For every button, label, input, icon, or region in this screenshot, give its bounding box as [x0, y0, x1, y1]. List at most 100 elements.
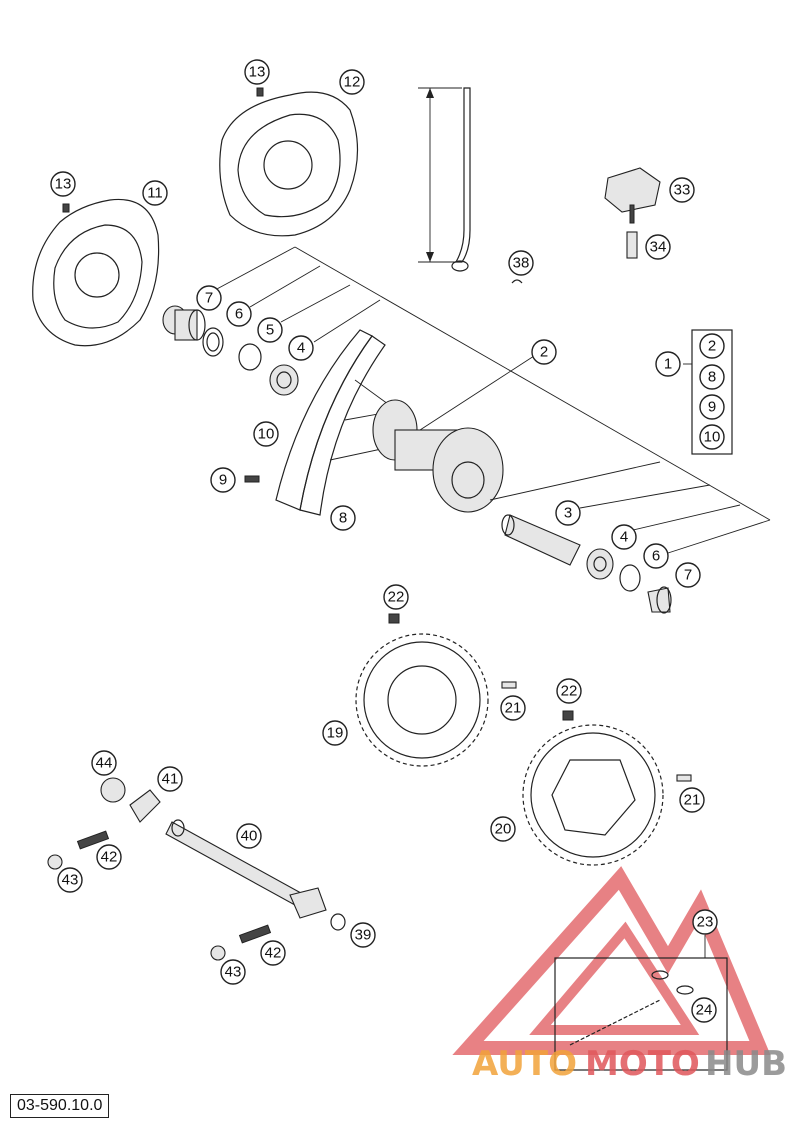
svg-text:10: 10: [704, 429, 721, 446]
svg-text:4: 4: [297, 340, 305, 357]
callout-6-left: 6: [226, 301, 252, 327]
brake-disc-12: [219, 91, 359, 237]
brake-disc-11: [32, 198, 160, 347]
svg-text:8: 8: [708, 369, 716, 386]
watermark-logo: [452, 866, 771, 1055]
svg-text:4: 4: [620, 529, 628, 546]
chain-23: [554, 935, 728, 1071]
bearing-4-right: [586, 548, 614, 580]
callout-19: 19: [322, 720, 348, 746]
adjuster-bolt-42-bottom: [238, 924, 272, 944]
callout-3: 3: [555, 500, 581, 526]
svg-text:42: 42: [101, 849, 118, 866]
spoke-measurement: [418, 87, 471, 272]
plug-39: [330, 913, 346, 931]
callout-34: 34: [645, 234, 671, 260]
svg-text:MOTO: MOTO: [585, 1044, 700, 1084]
callout-21-left: 21: [500, 695, 526, 721]
svg-text:2: 2: [708, 338, 716, 355]
svg-text:11: 11: [147, 185, 163, 202]
svg-text:41: 41: [162, 771, 179, 788]
svg-text:12: 12: [344, 74, 361, 91]
svg-text:39: 39: [355, 927, 372, 944]
callout-38: 38: [508, 250, 534, 276]
wheel-rim-8: [275, 329, 386, 516]
svg-text:43: 43: [62, 872, 79, 889]
svg-text:22: 22: [388, 589, 405, 606]
callout-42-bottom: 42: [260, 940, 286, 966]
group-item-2: 2: [699, 333, 725, 359]
callout-9: 9: [210, 467, 236, 493]
sprocket-19: [355, 633, 489, 767]
svg-text:7: 7: [684, 567, 692, 584]
svg-text:10: 10: [258, 426, 275, 443]
svg-text:44: 44: [96, 755, 113, 772]
svg-text:21: 21: [684, 792, 701, 809]
svg-text:42: 42: [265, 945, 282, 962]
nut-22-left: [388, 613, 400, 624]
distance-tube-3: [501, 514, 581, 566]
svg-text:23: 23: [697, 914, 714, 931]
svg-text:1: 1: [664, 356, 672, 373]
spoke-nipple-9: [244, 475, 260, 483]
svg-text:21: 21: [505, 700, 522, 717]
callout-7-left: 7: [196, 285, 222, 311]
chain-link-24: [651, 970, 694, 995]
bearing-4-left: [269, 364, 299, 396]
svg-text:20: 20: [495, 821, 512, 838]
callout-22-left: 22: [383, 584, 409, 610]
svg-text:2: 2: [540, 344, 548, 361]
callout-22-right: 22: [556, 678, 582, 704]
bolt-13-top: [256, 87, 264, 97]
callout-33: 33: [669, 177, 695, 203]
svg-text:9: 9: [219, 472, 227, 489]
callout-4-right: 4: [611, 524, 637, 550]
callout-20: 20: [490, 816, 516, 842]
svg-text:40: 40: [241, 828, 258, 845]
callout-7-right: 7: [675, 562, 701, 588]
seal-6-left: [202, 327, 224, 357]
svg-text:5: 5: [266, 322, 274, 339]
sprocket-20: [522, 724, 664, 866]
callout-5: 5: [257, 317, 283, 343]
rim-lock-33: [604, 167, 661, 224]
seal-6-right: [619, 564, 641, 592]
svg-text:8: 8: [339, 510, 347, 527]
callout-21-right: 21: [679, 787, 705, 813]
svg-text:13: 13: [249, 64, 266, 81]
callout-44: 44: [91, 750, 117, 776]
callout-11: 11: [142, 180, 168, 206]
chain-adjuster-41: [129, 789, 161, 823]
document-number: 03-590.10.0: [10, 1094, 110, 1118]
rim-lock-nut-34: [626, 231, 638, 259]
callout-6-right: 6: [643, 543, 669, 569]
axle-40: [165, 819, 327, 919]
callout-8: 8: [330, 505, 356, 531]
svg-text:38: 38: [513, 255, 530, 272]
callout-40: 40: [236, 823, 262, 849]
callout-43-bottom: 43: [220, 959, 246, 985]
axle-nut-44: [100, 777, 126, 803]
circlip-5-left: [238, 343, 262, 371]
assembly-group-1: [683, 329, 733, 455]
svg-text:34: 34: [650, 239, 667, 256]
callout-12: 12: [339, 69, 365, 95]
callout-39: 39: [350, 922, 376, 948]
spacer-7-right: [647, 586, 672, 614]
group-item-8: 8: [699, 364, 725, 390]
svg-text:43: 43: [225, 964, 242, 981]
svg-text:13: 13: [55, 176, 72, 193]
svg-text:6: 6: [235, 306, 243, 323]
callout-42-top: 42: [96, 844, 122, 870]
group-item-10: 10: [699, 424, 725, 450]
svg-text:6: 6: [652, 548, 660, 565]
nut-22-right: [562, 710, 574, 721]
svg-text:AUTO: AUTO: [472, 1044, 577, 1084]
bolt-21-left: [501, 681, 517, 689]
svg-text:24: 24: [696, 1002, 713, 1019]
callout-23: 23: [692, 909, 718, 935]
callout-4-left: 4: [288, 335, 314, 361]
bolt-21-right: [676, 774, 692, 782]
svg-text:33: 33: [674, 182, 691, 199]
svg-text:7: 7: [205, 290, 213, 307]
